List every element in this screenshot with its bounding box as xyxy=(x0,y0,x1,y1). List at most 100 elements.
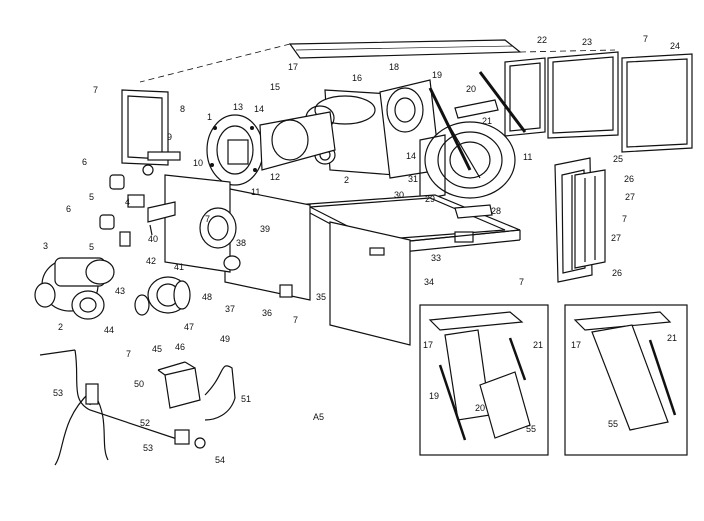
part-label-12: 12 xyxy=(270,172,280,182)
part-label-33: 33 xyxy=(431,253,441,263)
panel-part-22 xyxy=(504,57,546,137)
part-label-34: 34 xyxy=(424,277,434,287)
part-label-42: 42 xyxy=(146,256,156,266)
part-label-48: 48 xyxy=(202,292,212,302)
panel-part-24 xyxy=(621,53,693,153)
part-label-19: 19 xyxy=(429,391,439,401)
part-label-44: 44 xyxy=(104,325,114,335)
part-label-20: 20 xyxy=(466,84,476,94)
part-label-26: 26 xyxy=(624,174,634,184)
control-box-part-50 xyxy=(157,361,201,409)
part-label-28: 28 xyxy=(491,206,501,216)
bracket-part-40 xyxy=(147,201,176,236)
part-label-7: 7 xyxy=(293,315,298,325)
electrode-part-9 xyxy=(142,151,181,176)
side-frame-part-27 xyxy=(574,169,606,269)
part-label-20: 20 xyxy=(475,403,485,413)
part-label-41: 41 xyxy=(174,262,184,272)
part-label-1: 1 xyxy=(207,112,212,122)
part-label-38: 38 xyxy=(236,238,246,248)
small-part-5-bottom xyxy=(99,214,115,230)
part-label-7: 7 xyxy=(126,349,131,359)
part-label-30: 30 xyxy=(394,190,404,200)
part-label-17: 17 xyxy=(288,62,298,72)
part-label-55: 55 xyxy=(526,424,536,434)
inset-box-left xyxy=(419,304,549,456)
part-label-18: 18 xyxy=(389,62,399,72)
frame-part-8 xyxy=(121,89,169,166)
bracket-part-20 xyxy=(454,99,499,119)
part-label-40: 40 xyxy=(148,234,158,244)
part-label-17: 17 xyxy=(423,340,433,350)
part-label-21: 21 xyxy=(482,116,492,126)
front-panel-part-34 xyxy=(329,221,411,346)
part-label-7: 7 xyxy=(205,214,210,224)
part-label-13: 13 xyxy=(233,102,243,112)
rod-part-21 xyxy=(478,71,527,133)
panel-part-23 xyxy=(547,51,619,139)
part-label-2: 2 xyxy=(58,322,63,332)
part-label-55: 55 xyxy=(608,419,618,429)
part-label-37: 37 xyxy=(225,304,235,314)
part-label-11: 11 xyxy=(523,152,532,162)
wiring-harness-part-53 xyxy=(39,349,181,466)
part-label-5: 5 xyxy=(89,242,94,252)
part-label-10: 10 xyxy=(193,158,203,168)
junction-part-53b xyxy=(174,429,206,449)
part-label-45: 45 xyxy=(152,344,162,354)
part-label-5: 5 xyxy=(89,192,94,202)
part-label-7: 7 xyxy=(622,214,627,224)
part-label-7: 7 xyxy=(519,277,524,287)
part-label-15: 15 xyxy=(270,82,280,92)
part-label-25: 25 xyxy=(613,154,623,164)
part-label-46: 46 xyxy=(175,342,185,352)
part-label-6: 6 xyxy=(66,204,71,214)
part-label-53: 53 xyxy=(143,443,153,453)
burner-motor-part-3 xyxy=(34,257,115,320)
part-label-31: 31 xyxy=(408,174,418,184)
part-label-27: 27 xyxy=(611,233,621,243)
part-label-4: 4 xyxy=(125,197,130,207)
part-label-17: 17 xyxy=(571,340,581,350)
part-label-3: 3 xyxy=(43,241,48,251)
top-panel-part-17 xyxy=(139,39,616,83)
part-label-24: 24 xyxy=(670,41,680,51)
part-label-49: 49 xyxy=(220,334,230,344)
part-label-23: 23 xyxy=(582,37,592,47)
part-label-39: 39 xyxy=(260,224,270,234)
burner-tube-part-15 xyxy=(206,111,336,186)
nozzle-part-4 xyxy=(119,194,145,247)
rod-part-19 xyxy=(428,87,472,171)
coupling-part-41 xyxy=(147,276,191,314)
part-label-19: 19 xyxy=(432,70,442,80)
part-label-6: 6 xyxy=(82,157,87,167)
part-label-29: 29 xyxy=(425,194,435,204)
part-label-21: 21 xyxy=(667,333,677,343)
part-label-27: 27 xyxy=(625,192,635,202)
part-label-50: 50 xyxy=(134,379,144,389)
small-part-5-top xyxy=(109,174,125,190)
part-label-35: 35 xyxy=(316,292,326,302)
part-label-7: 7 xyxy=(93,85,98,95)
part-label-47: 47 xyxy=(184,322,194,332)
part-label-51: 51 xyxy=(241,394,251,404)
part-label-52: 52 xyxy=(140,418,150,428)
part-label-26: 26 xyxy=(612,268,622,278)
part-label-9: 9 xyxy=(167,132,172,142)
part-label-43: 43 xyxy=(115,286,125,296)
part-label-54: 54 xyxy=(215,455,225,465)
inset-box-right xyxy=(564,304,688,456)
diagram-code-label: A5 xyxy=(313,412,324,422)
part-label-7: 7 xyxy=(643,34,648,44)
part-label-22: 22 xyxy=(537,35,547,45)
part-label-16: 16 xyxy=(352,73,362,83)
part-label-8: 8 xyxy=(180,104,185,114)
part-label-53: 53 xyxy=(53,388,63,398)
wire-part-51 xyxy=(204,365,236,421)
part-label-21: 21 xyxy=(533,340,543,350)
mounting-panel-part-10 xyxy=(164,174,241,273)
part-label-36: 36 xyxy=(262,308,272,318)
